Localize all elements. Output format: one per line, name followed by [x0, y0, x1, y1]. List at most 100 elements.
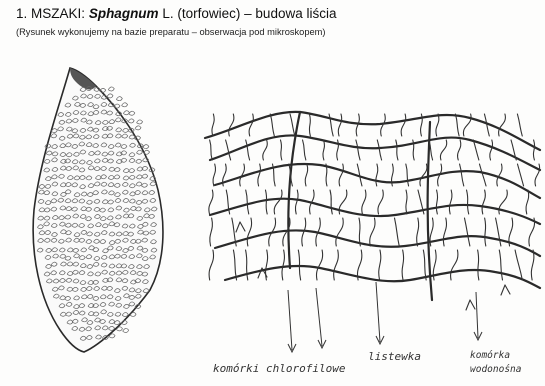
cell-wall-stroke — [406, 164, 409, 186]
cell-wall-stroke — [274, 190, 282, 214]
cell-wall-stroke — [246, 250, 248, 280]
leaf-cell-stroke — [143, 145, 149, 149]
cell-wall-stroke — [490, 140, 493, 160]
cell-wall-stroke — [357, 250, 361, 280]
cell-wall-stroke — [356, 114, 359, 136]
cell-wall-stroke — [460, 164, 464, 186]
cell-wall-stroke — [258, 164, 261, 186]
cell-wall-stroke — [499, 250, 502, 280]
cell-wall-stroke — [451, 250, 458, 280]
leaf-outline — [33, 68, 163, 352]
cell-wall-stroke — [526, 190, 529, 214]
cell-wall-stroke — [247, 218, 251, 246]
cell-wall-stroke — [381, 114, 386, 136]
cell-wall-stroke — [309, 114, 310, 136]
cell-wall-stroke — [406, 190, 407, 214]
cell-wall-stroke — [212, 114, 214, 136]
cell-wall-stroke — [531, 250, 534, 280]
leaf-cell-stroke — [114, 104, 120, 108]
cell-wall-stroke — [377, 140, 381, 160]
leaf-cell-stroke — [122, 103, 128, 107]
cell-wall-stroke — [326, 164, 327, 186]
cell-wall-stroke — [339, 164, 343, 186]
cell-wall-stroke — [290, 114, 295, 136]
label-water-cell-line1: komórka — [470, 350, 510, 361]
cell-wall-stroke — [280, 140, 281, 160]
cell-wall-stroke — [336, 218, 343, 246]
cell-wall-stroke — [295, 190, 298, 214]
cell-walls-thick — [205, 112, 540, 300]
cell-wall-stroke — [334, 250, 339, 280]
cell-wall-stroke — [497, 164, 502, 186]
cell-wall-stroke — [370, 218, 375, 246]
cell-wall-stroke — [436, 114, 439, 136]
cell-wall-stroke — [395, 218, 400, 246]
cell-wall-spur — [236, 222, 245, 232]
cell-wall-spur — [466, 300, 475, 310]
cell-wall-stroke — [443, 218, 446, 246]
cell-wall-stroke — [246, 190, 249, 214]
cell-wall-stroke — [210, 140, 213, 160]
cell-wall-stroke — [436, 190, 437, 214]
cell-wall-stroke — [323, 140, 324, 160]
cell-wall-stroke — [499, 114, 506, 136]
cell-wall-stroke — [356, 140, 360, 160]
cell-wall-stroke — [517, 114, 522, 136]
leaf-cell-stroke — [129, 111, 135, 115]
cell-wall-stroke — [464, 218, 469, 246]
cell-wall-stroke — [402, 250, 403, 280]
cell-wall-stroke — [440, 140, 446, 160]
cell-wall-stroke — [479, 164, 486, 186]
leaf-cell-stroke — [100, 88, 106, 92]
cell-wall-stroke — [305, 164, 307, 186]
leaf-cell-stroke — [144, 150, 150, 154]
cell-wall-stroke — [209, 250, 213, 280]
cell-wall-stroke — [533, 140, 534, 160]
leaf-cell-stroke — [123, 111, 129, 115]
leaf-cell-stroke — [137, 120, 143, 124]
cell-wall-stroke — [282, 250, 284, 280]
cell-wall-stroke — [233, 250, 236, 280]
cell-wall-stroke — [359, 218, 360, 246]
leaf-cell-stroke — [107, 94, 113, 98]
cell-wall-stroke — [413, 140, 414, 160]
cell-network-drawing — [205, 112, 540, 310]
cell-wall-stroke — [467, 190, 469, 214]
cell-wall-stroke — [329, 114, 333, 136]
cell-wall-stroke — [517, 164, 523, 186]
cell-wall-stroke — [226, 140, 231, 160]
cell-wall-stroke — [420, 164, 427, 186]
cell-wall-stroke — [379, 250, 381, 280]
cell-wall-stroke — [401, 114, 406, 136]
cell-wall-stroke — [376, 164, 378, 186]
cell-wall-stroke — [249, 114, 253, 136]
leaf-cell-stroke — [108, 87, 114, 91]
leaf-cell-stroke — [135, 126, 141, 130]
cell-wall-stroke — [449, 190, 452, 214]
cell-wall-stroke — [209, 190, 213, 214]
cell-wall-stroke — [485, 218, 486, 246]
cell-wall-stroke — [417, 218, 419, 246]
cell-wall-stroke — [338, 114, 341, 136]
cell-wall-stroke — [378, 190, 383, 214]
cell-wall-stroke — [210, 218, 213, 246]
cell-wall-stroke — [270, 114, 274, 136]
leaf-cell-stroke — [128, 119, 134, 123]
cell-wall-stroke — [302, 218, 306, 246]
label-ridge: listewka — [368, 350, 421, 363]
cell-wall-stroke — [482, 190, 485, 214]
cell-wall-stroke — [458, 140, 461, 160]
label-leaders — [288, 282, 482, 352]
label-water-cell-line2: wodonośna — [470, 364, 522, 375]
cell-wall-stroke — [265, 190, 267, 214]
cell-wall-stroke — [396, 140, 398, 160]
cell-wall-stroke — [362, 190, 366, 214]
leaf-cell-stroke — [123, 328, 129, 332]
label-chlorophyll-cells: komórki chlorofilowe — [213, 362, 346, 375]
cell-wall-stroke — [455, 114, 459, 136]
cell-wall-stroke — [263, 140, 267, 160]
cell-wall-stroke — [515, 250, 522, 280]
cell-wall-stroke — [246, 140, 250, 160]
cell-wall-stroke — [423, 250, 426, 280]
